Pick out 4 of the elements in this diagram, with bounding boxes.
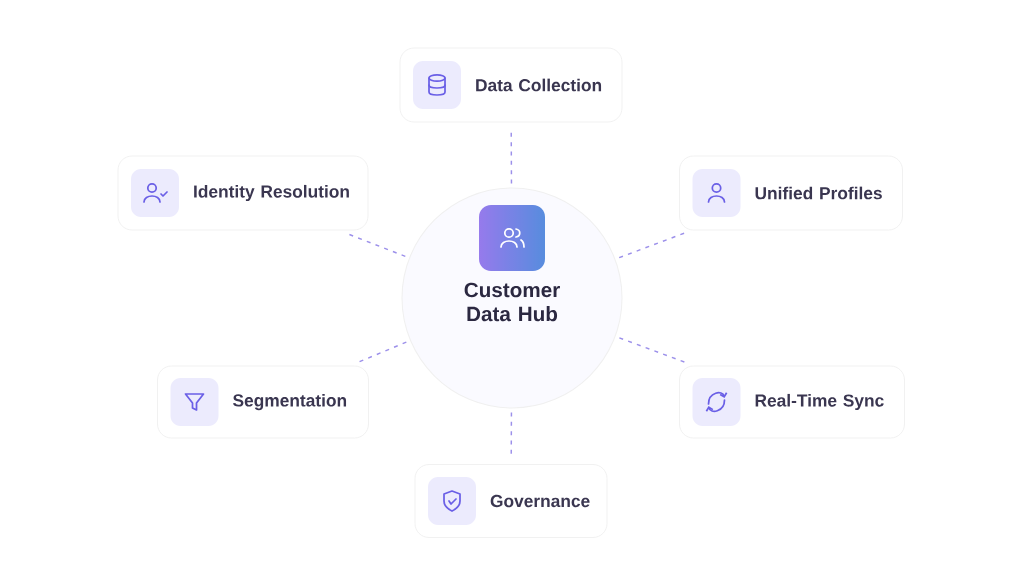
dashed-connector bbox=[618, 337, 688, 364]
dashed-connector bbox=[356, 341, 408, 364]
dashed-connector bbox=[510, 411, 513, 457]
dashed-connector bbox=[618, 232, 685, 259]
